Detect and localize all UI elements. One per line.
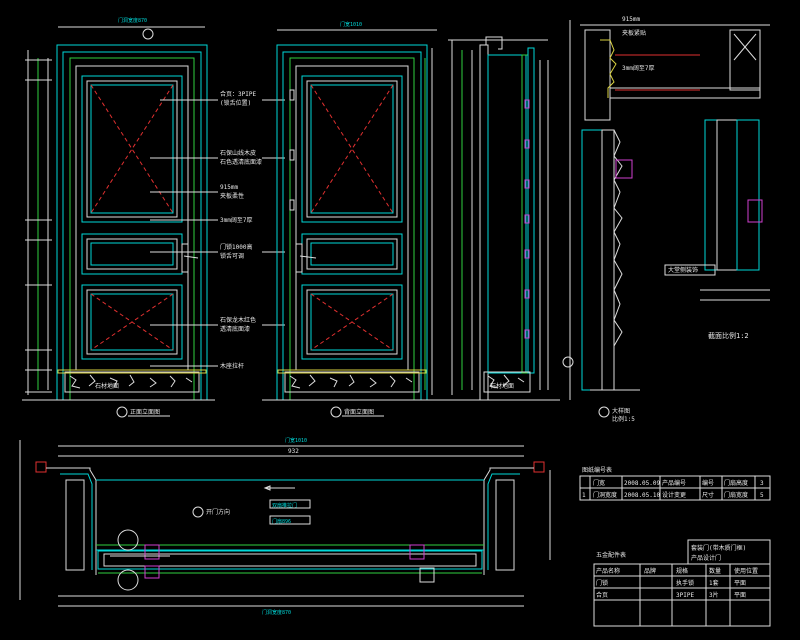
annotation-4: 915mm: [220, 184, 238, 191]
small-table-title: 图纸编号表: [582, 466, 612, 474]
hardware-r1c0: 合页: [596, 591, 608, 599]
plan-door-label-2: 门扇896: [272, 518, 291, 525]
small-table-r1c5: 门扇宽度: [724, 491, 748, 499]
hardware-r1c4: 平面: [734, 592, 746, 599]
detail-view: 915mm 夹板紧贴 3mm阔至7厚 大堂侧装饰 截面比例1:2: [569, 16, 770, 400]
detail-label-d: 截面比例1:2: [708, 331, 749, 340]
hardware-r0c4: 平面: [734, 580, 746, 587]
back-top-dim: 门宽1010: [340, 21, 362, 28]
small-table-r1c4: 尺寸: [702, 491, 714, 499]
section-scale: 比例1:5: [612, 415, 635, 423]
annotation-10: 透清底面漆: [220, 325, 250, 333]
plan-top-dim: 门宽1010: [285, 437, 307, 444]
hardware-note-2: 产品设计门: [691, 554, 721, 562]
hardware-header-3: 数量: [709, 567, 721, 575]
annotation-9: 石保龙木红色: [220, 316, 256, 324]
annotation-5: 夹板柔性: [220, 192, 244, 200]
hardware-table: 套装门(带木质门框) 产品设计门 五金配件表 产品名称 品牌 规格 数量 使用位…: [593, 539, 771, 627]
front-top-dim: 门洞宽度870: [118, 17, 147, 24]
small-table-r0c1: 门宽: [593, 479, 605, 487]
hardware-r0c0: 门锁: [596, 579, 608, 587]
hardware-header-2: 规格: [676, 567, 688, 575]
small-table-r1c6: 5: [760, 492, 764, 499]
hardware-r0c3: 1套: [709, 579, 719, 587]
small-table-r1c0: 1: [582, 492, 586, 499]
plan-door-label-1: 双扇推拉门: [272, 502, 297, 509]
plan-view: 门宽1010 932 双扇推拉门 门扇896: [19, 437, 551, 616]
side-section: 石材地面 大样图 比例1:5: [440, 36, 635, 423]
annotation-11: 木座拉杆: [220, 362, 244, 370]
small-table-r0c6: 3: [760, 480, 764, 487]
hardware-note-1: 套装门(带木质门框): [691, 544, 746, 552]
hardware-r1c2: 3PIPE: [676, 592, 694, 599]
annotation-6: 3mm阔至7厚: [220, 216, 252, 224]
detail-label-b: 3mm阔至7厚: [622, 64, 654, 72]
annotation-3: 石色透清底面漆: [220, 158, 262, 166]
annotation-0: 合页：3PIPE: [220, 90, 256, 98]
detail-label-c: 大堂侧装饰: [668, 266, 698, 274]
hardware-header-4: 使用位置: [734, 567, 758, 575]
annotation-1: (锁舌位置): [220, 99, 251, 107]
plan-bottom-dim: 门洞宽度870: [262, 609, 291, 616]
small-table-r1c2: 2008.05.10: [624, 492, 661, 499]
front-caption: 正面立面图: [130, 408, 160, 416]
plan-open-label: 开门方向: [206, 508, 230, 516]
front-threshold-label: 石材地面: [95, 382, 119, 390]
section-threshold-label: 石材地面: [490, 382, 514, 390]
hardware-header-1: 品牌: [644, 567, 656, 575]
back-elevation: 门宽1010: [262, 21, 440, 418]
section-caption: 大样图: [612, 407, 630, 415]
detail-top-dim: 915mm: [622, 16, 640, 23]
detail-label-a: 夹板紧贴: [622, 29, 646, 37]
back-caption: 背面立面图: [344, 408, 374, 416]
plan-inner-dim: 932: [288, 448, 299, 455]
small-table-r1c1: 门洞宽度: [593, 491, 617, 499]
small-table-r0c3: 产品编号: [662, 479, 686, 487]
front-elevation: 门洞宽度870: [22, 17, 215, 418]
annotation-8: 锁舌可调: [220, 252, 244, 260]
annotation-leaders: 合页：3PIPE (锁舌位置) 石保山线木皮 石色透清底面漆 915mm 夹板柔…: [150, 90, 285, 370]
annotation-7: 门锁1000高: [220, 243, 252, 251]
hardware-table-title: 五金配件表: [596, 551, 626, 559]
annotation-2: 石保山线木皮: [220, 149, 256, 157]
hardware-r0c2: 执手锁: [676, 579, 694, 587]
small-table-r0c4: 编号: [702, 479, 714, 487]
hardware-r1c3: 3片: [709, 591, 719, 599]
small-table-r0c5: 门扇高度: [724, 479, 748, 487]
small-table-r0c2: 2008.05.09: [624, 480, 661, 487]
small-table-r1c3: 设计变更: [662, 491, 686, 499]
small-table: 图纸编号表 门宽 2008.05.09 产品编号 编号 门扇高度 3 1 门洞宽…: [579, 466, 771, 501]
hardware-header-0: 产品名称: [596, 567, 620, 575]
